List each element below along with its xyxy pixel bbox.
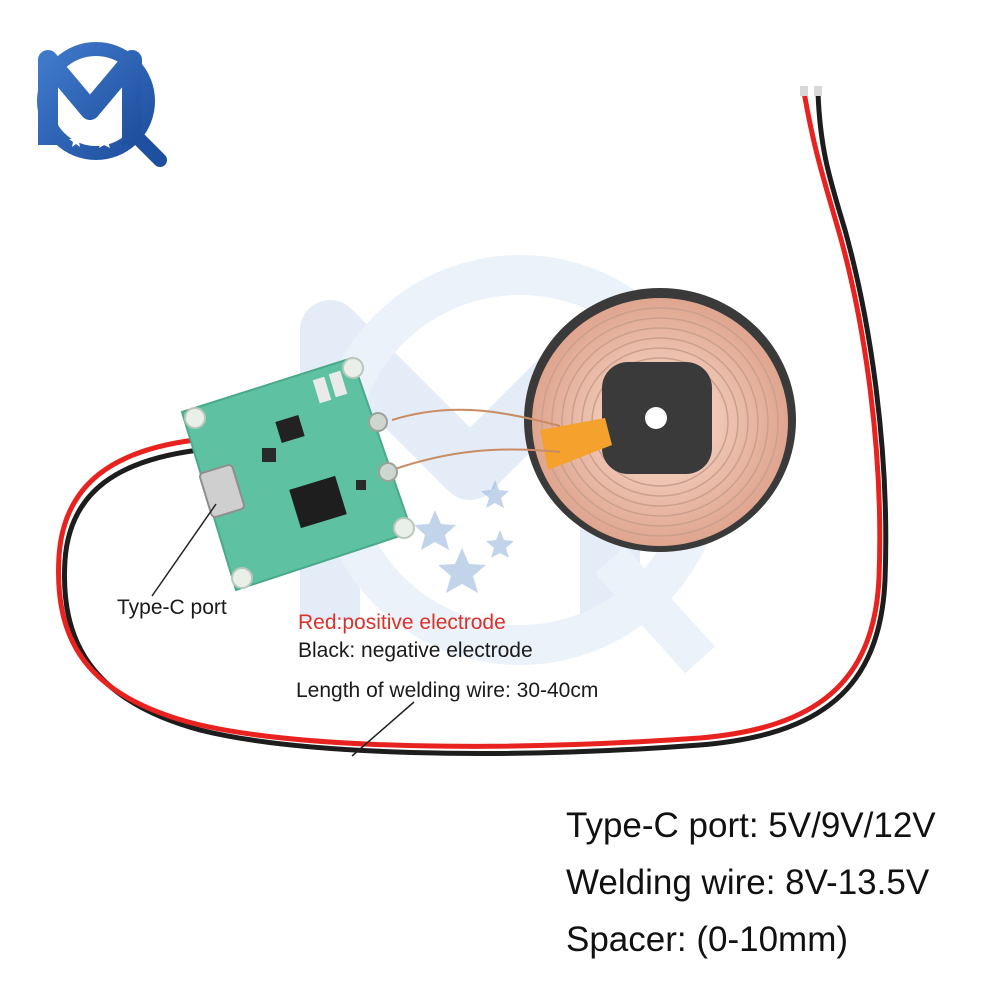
mq-brand-logo (37, 42, 167, 167)
usb-c-port (199, 464, 245, 518)
wire-length-label: Length of welding wire: 30-40cm (296, 679, 599, 702)
watermark-stars (414, 480, 514, 593)
spec-type-c-voltage: Type-C port: 5V/9V/12V (566, 806, 936, 845)
type-c-port-label: Type-C port (117, 596, 227, 619)
red-electrode-label: Red:positive electrode (298, 611, 506, 634)
black-electrode-label: Black: negative electrode (298, 639, 533, 662)
pcb-board (180, 356, 415, 592)
charging-coil (391, 288, 796, 552)
type-c-leader-line (151, 503, 217, 597)
wire-leader-line (351, 701, 415, 757)
welding-wire (56, 86, 889, 756)
spec-spacer-distance: Spacer: (0-10mm) (566, 920, 849, 959)
spec-welding-wire-voltage: Welding wire: 8V-13.5V (566, 863, 930, 902)
